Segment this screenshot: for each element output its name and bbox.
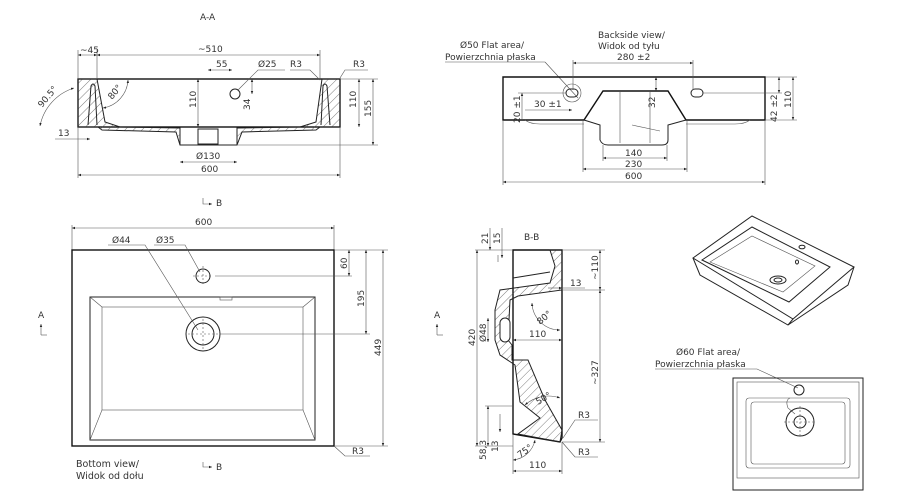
dim-inner-width: ~510 [198, 45, 223, 55]
flat-area-label-2: Powierzchnia płaska [445, 53, 536, 63]
dim-back-depth: 32 [648, 97, 658, 108]
dim-bb-inner-depth: 110 [529, 330, 546, 340]
dim-radius-right: R3 [353, 60, 365, 70]
dim-back-width: 600 [625, 172, 642, 182]
section-bb-hatch [494, 249, 563, 443]
dim-bb-overflow: Ø48 [478, 323, 489, 342]
dim-tap-hole: Ø25 [258, 59, 277, 70]
dim-back-height: 110 [784, 91, 794, 108]
dim-depth-center: 110 [189, 91, 199, 108]
section-bb-view: B-B 21 15 ~110 13 80° Ø48 110 420 ~327 5… [434, 228, 605, 474]
dim-bb-lower-height: ~327 [591, 360, 601, 385]
bottom-view: B 600 Ø44 Ø35 60 195 449 R3 Bottom view/… [38, 198, 388, 482]
section-bb-a-marker: A [434, 311, 441, 321]
drain-inner [191, 322, 215, 346]
backside-outline [502, 76, 766, 121]
dim-tap-height: 34 [243, 98, 253, 110]
dim-bb-21: 21 [481, 233, 491, 244]
dim-bb-radius-top: R3 [578, 411, 590, 421]
section-bb-title: B-B [524, 233, 539, 243]
dim-bb-total: 420 [468, 329, 478, 346]
back-hole-right [690, 88, 704, 98]
section-aa-title: A-A [200, 13, 216, 23]
dim-bottom-drain: Ø44 [112, 235, 131, 246]
dim-bb-front-height: 58,3 [479, 440, 489, 460]
dim-drain: Ø130 [196, 151, 221, 162]
dim-tap-offset-bottom: 60 [340, 257, 350, 269]
dim-hole-spacing: 280 ±2 [617, 53, 650, 63]
dim-bb-wall: 13 [570, 279, 581, 289]
top-view: Ø60 Flat area/ Powierzchnia płaska [655, 347, 864, 491]
top-flat-area-label-1: Ø60 Flat area/ [676, 347, 741, 358]
dim-radius-left: R3 [290, 60, 302, 70]
tap-hole [229, 88, 241, 100]
backside-title-2: Widok od tyłu [598, 42, 660, 52]
dim-bb-depth-bottom: 110 [529, 461, 546, 471]
dim-wall: 13 [58, 129, 69, 139]
dim-hole-height: 20 ±1 [513, 95, 523, 123]
dim-depth-right: 110 [349, 91, 359, 108]
dim-angle-inner: 80° [107, 83, 125, 102]
bottom-outline [71, 249, 335, 447]
dim-total-height: 155 [364, 100, 374, 117]
dim-bowl-bottom: 140 [625, 149, 642, 159]
dim-hole-offset: 30 ±1 [534, 100, 562, 110]
dim-right-hole: 42 ±2 [770, 94, 780, 122]
dim-bb-15: 15 [493, 233, 503, 244]
dim-tap-offset: 55 [216, 60, 227, 70]
section-aa-view: A-A ~45 ~510 55 Ø25 R3 R3 110 34 110 155… [37, 13, 378, 178]
flat-area-label-1: Ø50 Flat area/ [460, 40, 525, 51]
dim-bb-front-wall: 13 [491, 441, 501, 452]
backside-title-1: Backside view/ [598, 31, 666, 41]
dim-bowl-top: 230 [625, 160, 642, 170]
section-marker-top: B [216, 199, 222, 209]
dim-rim-width: ~45 [80, 46, 99, 56]
bottom-view-title-2: Widok od dołu [76, 471, 144, 482]
dim-bottom-width: 600 [195, 218, 212, 228]
dim-bottom-tap: Ø35 [156, 235, 175, 246]
backside-view: Backside view/ Widok od tyłu Ø50 Flat ar… [445, 31, 797, 185]
dim-drain-offset: 195 [357, 290, 367, 307]
dim-bb-angle-top: 80° [536, 309, 555, 327]
dim-corner-radius: R3 [352, 447, 364, 457]
top-flat-area-label-2: Powierzchnia płaska [655, 360, 746, 370]
dim-width: 600 [201, 165, 218, 175]
dim-bottom-depth: 449 [374, 339, 384, 356]
dim-bb-top-height: ~110 [591, 255, 601, 280]
bottom-view-title-1: Bottom view/ [76, 459, 140, 470]
dim-bb-radius-bottom: R3 [578, 448, 590, 458]
section-a-marker: A [38, 311, 45, 321]
section-marker-bottom: B [216, 463, 222, 473]
isometric-view [692, 215, 855, 326]
dim-bb-angle-front: 75° [516, 443, 535, 460]
drain-outer [185, 316, 221, 352]
